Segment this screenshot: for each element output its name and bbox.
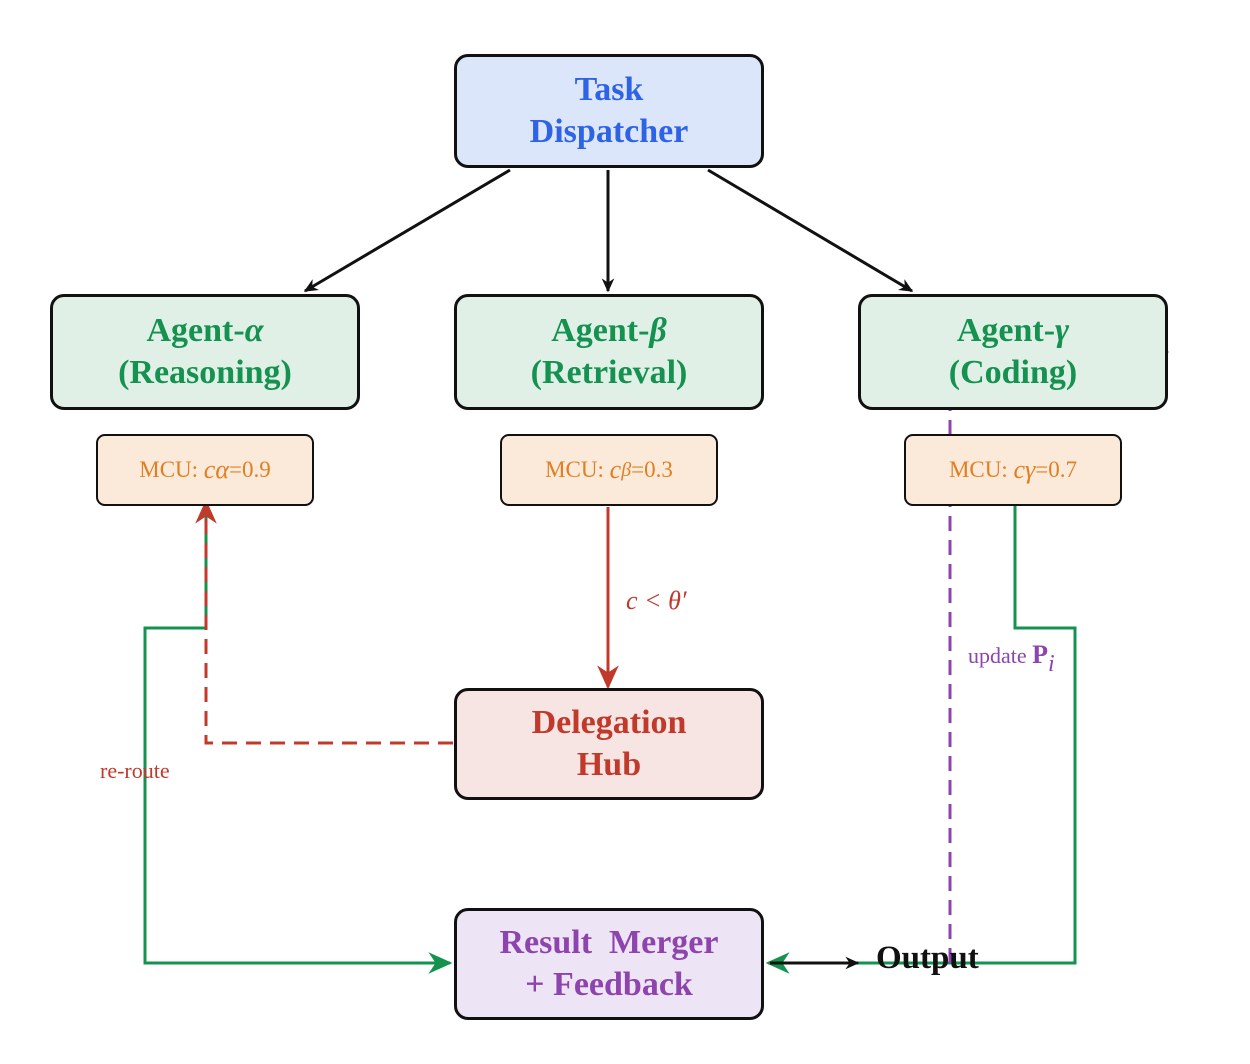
mcu-beta-prefix: MCU: <box>545 457 610 482</box>
delegation-hub-node: Delegation Hub <box>454 688 764 800</box>
agent-alpha-node: Agent-α (Reasoning) <box>50 294 360 410</box>
mcu-gamma-sub: γ <box>1025 455 1036 484</box>
mcu-gamma-value: =0.7 <box>1035 457 1078 482</box>
dispatcher-line2: Dispatcher <box>529 113 689 150</box>
agent-alpha-symbol: α <box>244 311 264 349</box>
update-text: update <box>968 643 1033 668</box>
update-label: update Pi <box>968 640 1055 678</box>
agent-gamma-node: Agent-γ (Coding) <box>858 294 1168 410</box>
mcu-beta-value: =0.3 <box>631 457 673 482</box>
mcu-alpha-prefix: MCU: <box>139 457 204 482</box>
mcu-beta-sub: β <box>621 458 632 481</box>
agent-gamma-role: (Coding) <box>948 354 1078 391</box>
agent-alpha-name: Agent- <box>146 311 245 349</box>
edge-reroute-to-alpha <box>195 499 453 745</box>
agent-beta-role: (Retrieval) <box>530 354 688 391</box>
mcu-gamma-prefix: MCU: <box>948 457 1014 482</box>
update-sub: i <box>1048 651 1055 677</box>
output-label: Output <box>876 940 979 976</box>
threshold-label: c < θ′ <box>626 586 687 615</box>
mcu-alpha-var: c <box>203 455 216 484</box>
update-var: P <box>1032 640 1049 669</box>
dispatcher-line1: Task <box>574 70 644 108</box>
delegation-hub-line2: Hub <box>576 746 642 783</box>
mcu-alpha-value: =0.9 <box>229 457 271 482</box>
mcu-gamma-var: c <box>1013 455 1026 484</box>
merger-line2: + Feedback <box>525 966 693 1003</box>
edge-dispatcher-to-agent-gamma <box>707 168 914 293</box>
agent-gamma-name: Agent- <box>956 311 1056 349</box>
mcu-beta-var: c <box>609 455 622 484</box>
delegation-hub-line1: Delegation <box>531 703 687 741</box>
mcu-alpha-sub: α <box>215 455 229 484</box>
agent-beta-symbol: β <box>649 311 667 349</box>
merger-line1: Result Merger <box>499 923 719 961</box>
task-dispatcher-node: Task Dispatcher <box>454 54 764 168</box>
reroute-label: re-route <box>100 758 170 783</box>
edge-dispatcher-to-agent-alpha <box>303 168 511 293</box>
agent-beta-name: Agent- <box>551 311 650 349</box>
edge-gamma-to-merger <box>765 504 1077 974</box>
result-merger-node: Result Merger + Feedback <box>454 908 764 1020</box>
agent-alpha-role: (Reasoning) <box>118 354 292 391</box>
agent-gamma-symbol: γ <box>1055 311 1070 349</box>
agent-beta-node: Agent-β (Retrieval) <box>454 294 764 410</box>
edge-alpha-to-merger <box>143 508 453 974</box>
